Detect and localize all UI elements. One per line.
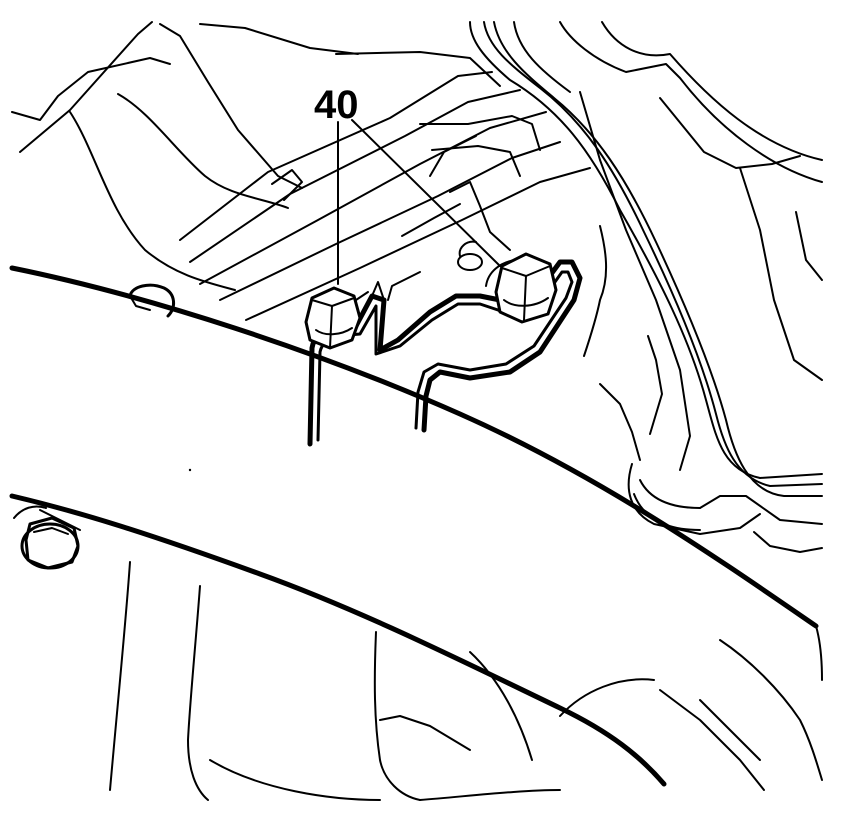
engine-cover-right (469, 21, 823, 497)
crossmember-beam (9, 265, 823, 787)
bracket-bolt-left (304, 286, 362, 350)
engine-block-upper (11, 21, 591, 321)
lower-left-bolt (13, 505, 80, 570)
speck (188, 468, 192, 472)
leader-line-right-bolt (351, 119, 501, 267)
callout-label-40: 40 (314, 83, 359, 127)
bracket-bolt-right (457, 240, 558, 324)
callout-leaders (337, 119, 501, 285)
upper-left-bolt-boss (128, 283, 175, 318)
mount-casting-lower-right (599, 383, 823, 553)
